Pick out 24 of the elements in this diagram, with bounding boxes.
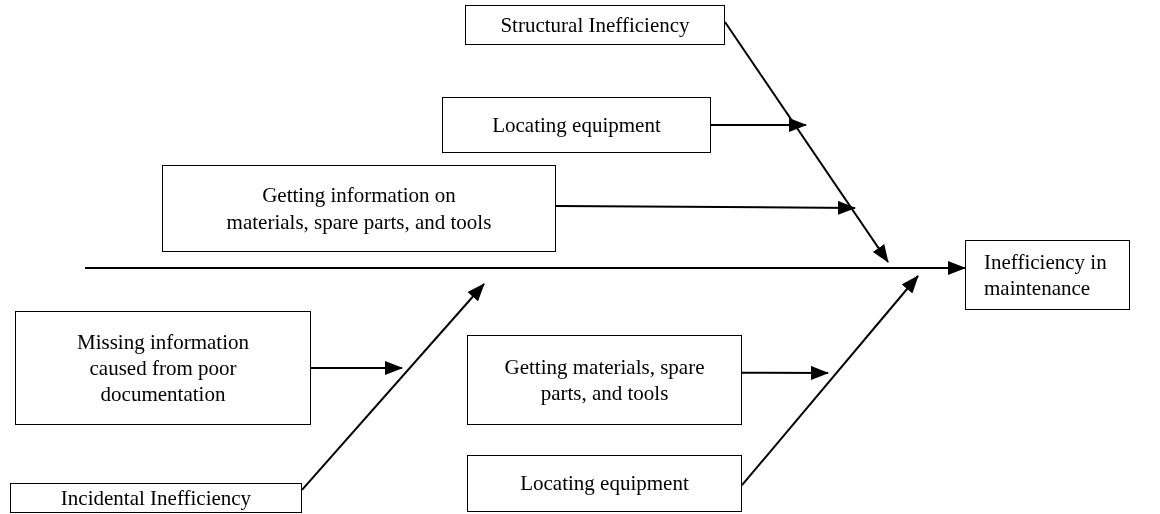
arrow [741, 365, 829, 380]
box-label: Inefficiency in maintenance [984, 248, 1108, 302]
spine-arrow [84, 261, 966, 275]
arrow [310, 361, 403, 375]
cause-box [465, 5, 725, 45]
box-label: Missing information caused from poor documentation [75, 328, 251, 408]
cause-box [442, 97, 711, 153]
arrow [301, 283, 485, 491]
box-label: Incidental Inefficiency [60, 484, 252, 512]
cause-box [15, 311, 311, 425]
box-label: Locating equipment [520, 470, 689, 497]
cause-box [162, 165, 556, 252]
box-label: Getting information on materials, spare parts, and tools [225, 182, 493, 235]
box-label: Getting materials, spare parts, and tools [503, 353, 706, 407]
arrow [741, 275, 919, 487]
effect-box [965, 240, 1130, 310]
arrow [724, 21, 889, 263]
box-label: Structural Inefficiency [500, 11, 690, 39]
arrow [710, 118, 807, 132]
arrow [555, 200, 856, 215]
cause-box [467, 455, 742, 512]
cause-box [467, 335, 742, 425]
cause-box [10, 483, 302, 513]
box-label: Locating equipment [492, 111, 661, 139]
